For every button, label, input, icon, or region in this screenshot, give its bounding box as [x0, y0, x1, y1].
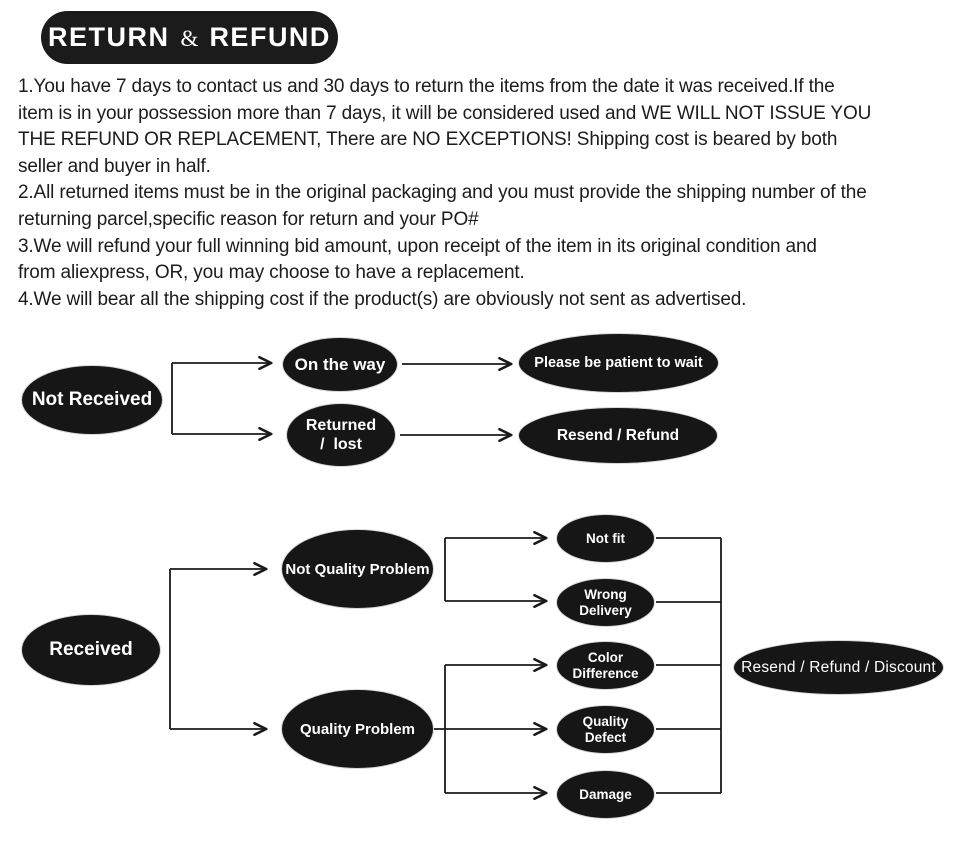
- flowchart-node-color-difference: Color Difference: [557, 642, 654, 689]
- node-label: Not fit: [586, 530, 625, 546]
- flowchart-node-quality-problem: Quality Problem: [282, 690, 433, 768]
- flowchart-node-quality-defect: Quality Defect: [557, 706, 654, 753]
- title-word-return: RETURN: [48, 22, 170, 52]
- node-label-line2: Defect: [584, 729, 627, 745]
- node-label-line2: / lost: [320, 436, 362, 453]
- title-ampersand: &: [180, 25, 199, 51]
- node-label: Not Received: [31, 389, 153, 410]
- flowchart-node-resend-refund: Resend / Refund: [519, 408, 717, 463]
- flowchart-node-damage: Damage: [557, 771, 654, 818]
- page-title: RETURN & REFUND: [41, 11, 338, 64]
- node-label-line1: Color: [587, 649, 624, 665]
- flowchart-node-received: Received: [22, 615, 160, 685]
- policy-line: 3.We will refund your full winning bid a…: [18, 235, 817, 257]
- policy-line: from aliexpress, OR, you may choose to h…: [18, 262, 525, 284]
- node-label: Resend / Refund: [556, 426, 680, 444]
- node-label: Quality Problem: [299, 720, 416, 738]
- node-label: On the way: [294, 354, 386, 374]
- node-label: Please be patient to wait: [534, 355, 703, 371]
- node-label-line1: Returned: [305, 417, 377, 434]
- node-label-line1: Wrong: [584, 586, 627, 602]
- flowchart-node-not-received: Not Received: [22, 366, 162, 434]
- policy-line: 2.All returned items must be in the orig…: [18, 182, 867, 204]
- flowchart-node-not-quality-problem: Not Quality Problem: [282, 530, 433, 608]
- flowchart-node-returned-lost: Returned / lost: [287, 404, 395, 466]
- title-word-refund: REFUND: [209, 22, 331, 52]
- flowchart-node-resend-refund-discount: Resend / Refund / Discount: [734, 641, 943, 694]
- node-label: Not Quality Problem: [285, 560, 430, 578]
- node-label: Received: [49, 639, 133, 660]
- node-label-line1: Quality: [582, 713, 629, 729]
- flowchart-node-wrong-delivery: Wrong Delivery: [557, 579, 654, 626]
- policy-line: THE REFUND OR REPLACEMENT, There are NO …: [18, 129, 838, 151]
- node-label-line2: Difference: [572, 665, 639, 681]
- flowchart-node-on-the-way: On the way: [283, 338, 397, 391]
- flowchart-node-please-be-patient: Please be patient to wait: [519, 334, 718, 392]
- policy-text: 1.You have 7 days to contact us and 30 d…: [18, 74, 958, 313]
- policy-line: returning parcel,specific reason for ret…: [18, 208, 479, 230]
- policy-line: 4.We will bear all the shipping cost if …: [18, 288, 747, 310]
- policy-line: 1.You have 7 days to contact us and 30 d…: [18, 76, 835, 97]
- policy-line: item is in your possession more than 7 d…: [18, 102, 872, 124]
- node-label: Resend / Refund / Discount: [741, 658, 936, 676]
- node-label: Damage: [579, 786, 632, 802]
- policy-line: seller and buyer in half.: [18, 155, 211, 177]
- node-label-line2: Delivery: [579, 602, 632, 618]
- flowchart-node-not-fit: Not fit: [557, 515, 654, 562]
